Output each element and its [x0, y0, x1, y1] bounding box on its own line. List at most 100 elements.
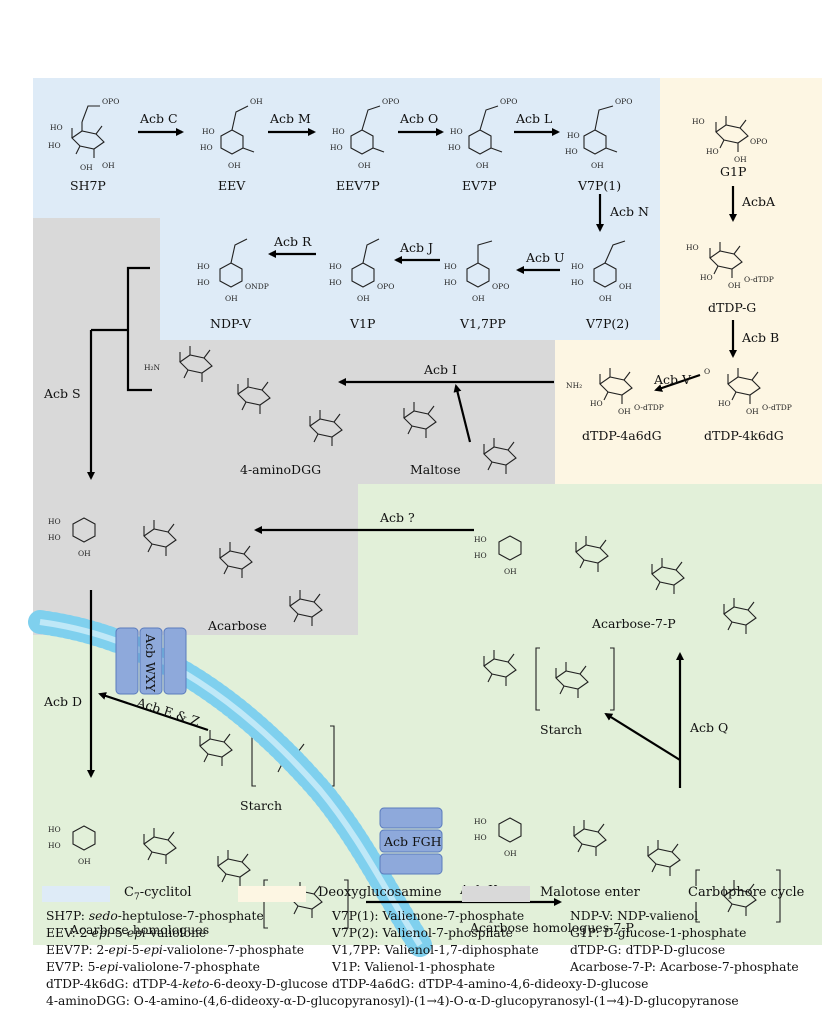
- svg-text:HO: HO: [48, 533, 61, 542]
- svg-text:O-dTDP: O-dTDP: [634, 403, 664, 412]
- label-dtdp4k6dg: dTDP-4k6dG: [704, 428, 784, 443]
- svg-text:OH: OH: [504, 849, 517, 858]
- svg-text:HO: HO: [474, 817, 487, 826]
- abbreviation-item: dTDP-G: dTDP-D-glucose: [570, 943, 726, 957]
- svg-text:HO: HO: [48, 825, 61, 834]
- enzyme-acb-o: Acb O: [399, 111, 438, 126]
- enzyme-acb-v: Acb V: [653, 372, 692, 387]
- label-acarbose7p: Acarbose-7-P: [591, 616, 676, 631]
- label-eev7p: EEV7P: [336, 178, 380, 193]
- svg-text:OH: OH: [80, 163, 93, 172]
- svg-text:HO: HO: [329, 278, 342, 287]
- svg-text:OH: OH: [78, 549, 91, 558]
- svg-text:HO: HO: [202, 127, 215, 136]
- svg-text:NH₂: NH₂: [566, 381, 582, 390]
- svg-text:HO: HO: [444, 278, 457, 287]
- svg-text:HO: HO: [200, 143, 213, 152]
- legend-swatch-deoxy: [238, 886, 306, 902]
- svg-text:HO: HO: [444, 262, 457, 271]
- abbreviation-item: Acarbose-7-P: Acarbose-7-phosphate: [570, 960, 799, 974]
- svg-text:OPO: OPO: [492, 282, 509, 291]
- enzyme-acb-s: Acb S: [43, 386, 81, 401]
- svg-text:H₂N: H₂N: [144, 363, 161, 372]
- svg-text:OH: OH: [728, 281, 741, 290]
- enzyme-acb-unknown: Acb ?: [379, 510, 415, 525]
- svg-text:HO: HO: [571, 262, 584, 271]
- svg-text:HO: HO: [474, 535, 487, 544]
- svg-text:OH: OH: [619, 282, 632, 291]
- label-maltose: Maltose: [410, 462, 461, 477]
- svg-text:OH: OH: [734, 155, 747, 164]
- molecule-acarbose: HO HO OH: [48, 517, 323, 627]
- svg-text:OPO: OPO: [615, 97, 632, 106]
- svg-text:HO: HO: [329, 262, 342, 271]
- legend: C7-cyclitol Deoxyglucosamine Malotose en…: [0, 882, 831, 1022]
- enzyme-acb-i: Acb I: [423, 362, 457, 377]
- enzyme-acb-c: Acb C: [139, 111, 178, 126]
- svg-text:HO: HO: [48, 841, 61, 850]
- abbreviation-item: dTDP-4k6dG: dTDP-4-keto-6-deoxy-D-glucos…: [46, 977, 328, 991]
- label-eev: EEV: [218, 178, 246, 193]
- abbreviation-item: V7P(2): Valienol-7-phosphate: [332, 926, 513, 940]
- svg-text:HO: HO: [330, 143, 343, 152]
- label-homologues7p: Acarbose homologues-7-P: [469, 920, 634, 935]
- svg-text:HO: HO: [50, 123, 63, 132]
- cyclitol-region-lower: [160, 218, 660, 340]
- svg-text:OH: OH: [472, 294, 485, 303]
- label-starch-upper: Starch: [540, 722, 582, 737]
- enzyme-acb-d: Acb D: [43, 694, 82, 709]
- label-v1p: V1P: [349, 316, 375, 331]
- svg-text:OH: OH: [225, 294, 238, 303]
- enzyme-acb-m: Acb M: [269, 111, 311, 126]
- legend-label-carbophore: Carbophore cycle: [688, 885, 805, 900]
- svg-text:HO: HO: [197, 262, 210, 271]
- svg-text:OH: OH: [102, 161, 115, 170]
- label-acarbose: Acarbose: [207, 618, 267, 633]
- label-aminodgg: 4-aminoDGG: [240, 462, 321, 477]
- label-homologues: Acarbose homologues: [69, 922, 209, 937]
- svg-text:OPO: OPO: [377, 282, 394, 291]
- enzyme-acb-j: Acb J: [399, 240, 433, 255]
- svg-text:OH: OH: [599, 294, 612, 303]
- abbreviation-item: EEV7P: 2-epi-5-epi-valiolone-7-phosphate: [46, 943, 305, 957]
- label-sh7p: SH7P: [70, 178, 106, 193]
- transporter-acb-fgh: Acb FGH: [379, 807, 443, 875]
- enzyme-acb-a: AcbA: [741, 194, 776, 209]
- svg-text:OPO: OPO: [102, 97, 119, 106]
- label-ndpv: NDP-V: [210, 316, 252, 331]
- label-ev7p: EV7P: [462, 178, 497, 193]
- svg-text:O-dTDP: O-dTDP: [744, 275, 774, 284]
- enzyme-acb-u: Acb U: [525, 250, 565, 265]
- enzyme-acb-l: Acb L: [515, 111, 552, 126]
- enzyme-acb-b: Acb B: [741, 330, 779, 345]
- svg-text:HO: HO: [197, 278, 210, 287]
- svg-text:HO: HO: [590, 399, 603, 408]
- molecule-ndpv: HO HO OH ONDP: [197, 238, 269, 303]
- legend-swatch-carbophore: [640, 886, 708, 902]
- svg-text:HO: HO: [686, 243, 699, 252]
- acb-wxy-label: Acb WXY: [143, 633, 158, 693]
- svg-text:HO: HO: [48, 517, 61, 526]
- svg-text:HO: HO: [692, 117, 705, 126]
- svg-text:OH: OH: [228, 161, 241, 170]
- transporter-acb-wxy: Acb WXY: [115, 627, 187, 695]
- label-v7p1: V7P(1): [577, 178, 621, 193]
- label-starch-lower: Starch: [240, 798, 282, 813]
- abbreviation-item: V7P(1): Valienone-7-phosphate: [332, 909, 525, 923]
- svg-text:OPO: OPO: [500, 97, 517, 106]
- label-dtdpg: dTDP-G: [708, 300, 756, 315]
- label-v17pp: V1,7PP: [459, 316, 506, 331]
- svg-text:ONDP: ONDP: [245, 282, 269, 291]
- abbreviation-item: NDP-V: NDP-valienol: [570, 909, 699, 923]
- molecule-aminodgg: H₂N: [144, 345, 343, 447]
